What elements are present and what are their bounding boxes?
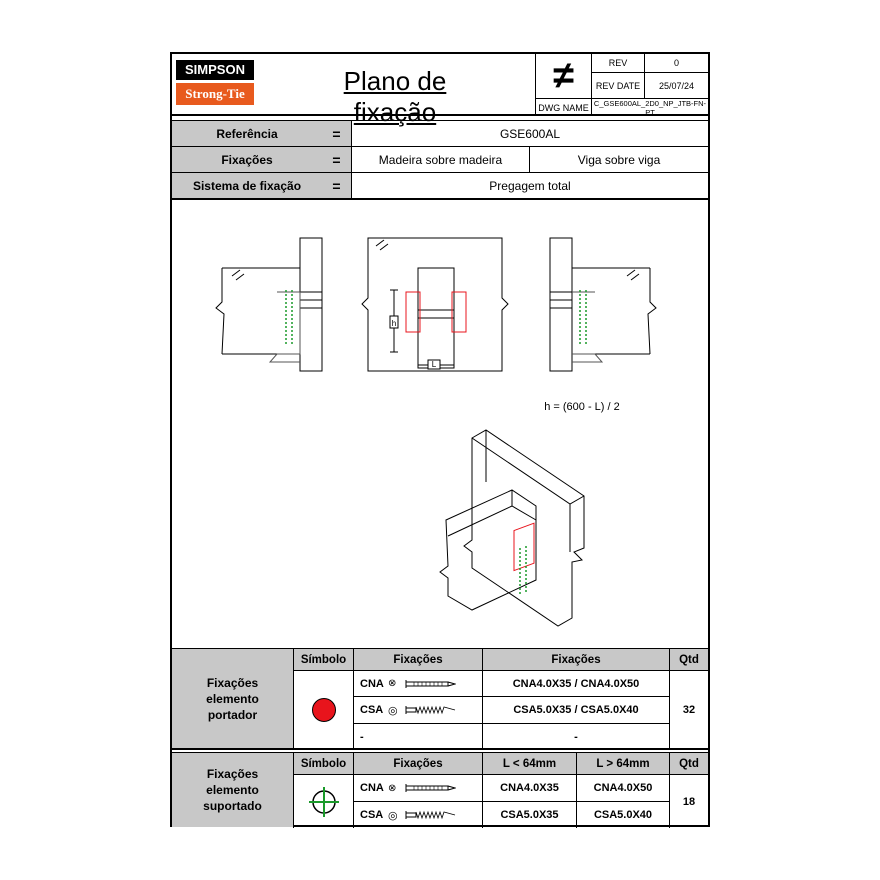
table2-row2-gt: CSA5.0X40 [576, 801, 669, 828]
table1-side-label: Fixações elemento portador [172, 649, 293, 748]
table-supported-fixings: Fixações elemento suportado Símbolo Fixa… [172, 752, 708, 828]
formula-text: h = (600 - L) / 2 [544, 401, 620, 413]
system-value: Pregagem total [489, 178, 571, 193]
table-carrier-fixings: Fixações elemento portador Símbolo Fixaç… [172, 648, 708, 750]
table1-row2-value: CSA5.0X35 / CSA5.0X40 [482, 696, 669, 723]
table1-row2-type-label: CSA [360, 704, 384, 716]
table2-side-label-2: elemento [206, 783, 259, 797]
page-title: Plano de fixação [343, 66, 447, 127]
screw-icon [405, 810, 456, 820]
table1-symbol-cell [293, 670, 353, 749]
table1-side-label-1: Fixações [206, 675, 259, 690]
reference-eq: = [322, 121, 352, 146]
drawing-sheet: SIMPSON Strong-Tie Plano de fixação ≠ DW… [170, 52, 710, 828]
table2-symbol-cell [293, 774, 353, 828]
dwg-name-value: C_GSE600AL_2D0_NP_JTB-FN-PT [591, 98, 708, 117]
title-block: SIMPSON Strong-Tie Plano de fixação ≠ DW… [172, 54, 708, 127]
table2-row1-type: CNA ⊗ [353, 774, 482, 801]
table1-side-label-2: elemento [206, 691, 259, 706]
technical-drawing: h L h = (600 - L) / 2 [215, 237, 657, 627]
table1-row1-value: CNA4.0X35 / CNA4.0X50 [482, 670, 669, 696]
table1-col-symbol: Símbolo [293, 648, 353, 670]
front-view [361, 237, 509, 372]
rev-date-label: REV DATE [591, 72, 644, 98]
table1-row1-type-label: CNA [360, 677, 384, 690]
screw-head-icon: ◎ [388, 704, 398, 717]
table1-row3-type: - [353, 723, 482, 749]
reference-label: Referência [172, 121, 322, 146]
table2-side-label: Fixações elemento suportado [172, 753, 293, 827]
system-row: Sistema de fixação = Pregagem total [172, 172, 708, 200]
table2-col-qty: Qtd [669, 752, 708, 774]
nail-head-icon: ⊗ [388, 782, 397, 794]
table2-row1-gt: CNA4.0X50 [576, 774, 669, 801]
green-crosshair-icon [308, 786, 339, 817]
fixings-row: Fixações = Madeira sobre madeira Viga so… [172, 146, 708, 172]
reference-value: GSE600AL [499, 126, 561, 141]
brand-logo-top: SIMPSON [176, 60, 254, 80]
screw-icon [405, 705, 456, 715]
fixings-eq: = [322, 147, 352, 172]
nail-icon [405, 679, 456, 688]
dim-h-label: h [392, 319, 396, 328]
nail-head-icon: ⊗ [388, 678, 397, 689]
table1-side-label-3: portador [207, 707, 258, 722]
system-eq: = [322, 173, 352, 198]
table2-col-symbol: Símbolo [293, 752, 353, 774]
table2-row1-type-label: CNA [360, 782, 384, 794]
rev-date-value: 25/07/24 [644, 72, 708, 98]
brand-logo-bottom: Strong-Tie [176, 83, 254, 105]
table2-row2-lt: CSA5.0X35 [482, 801, 576, 828]
screw-head-icon: ◎ [388, 809, 398, 822]
table2-row1-lt: CNA4.0X35 [482, 774, 576, 801]
dwg-name-label: DWG NAME [535, 98, 591, 116]
fixings-value-1: Madeira sobre madeira [352, 147, 530, 172]
table1-col-fix2: Fixações [482, 648, 669, 670]
table1-row3-value: - [482, 723, 669, 749]
side-view-left [215, 237, 323, 372]
red-circle-icon [311, 698, 336, 722]
fixings-value-2: Viga sobre viga [577, 152, 661, 167]
table1-col-fix: Fixações [353, 648, 482, 670]
table1-row2-type: CSA ◎ [353, 696, 482, 723]
not-equal-icon: ≠ [553, 55, 574, 97]
table2-side-label-3: suportado [203, 799, 262, 813]
brand-logo: SIMPSON Strong-Tie [176, 60, 254, 108]
table2-col-lt: L < 64mm [482, 752, 576, 774]
table2-side-label-1: Fixações [206, 767, 259, 781]
table1-row1-type: CNA ⊗ [353, 670, 482, 696]
rev-label: REV [591, 54, 644, 72]
table2-row2-type-label: CSA [360, 809, 384, 821]
dim-l-label: L [432, 360, 437, 369]
isometric-view [439, 429, 585, 627]
side-view-right [549, 237, 657, 372]
table2-col-gt: L > 64mm [576, 752, 669, 774]
rev-value: 0 [644, 54, 708, 72]
table2-col-fix: Fixações [353, 752, 482, 774]
table2-qty: 18 [669, 774, 708, 828]
table1-col-qty: Qtd [669, 648, 708, 670]
fixings-label: Fixações [172, 147, 322, 172]
not-equal-box: ≠ [535, 54, 591, 98]
reference-row: Referência = GSE600AL [172, 120, 708, 146]
nail-icon [405, 784, 456, 792]
table2-row2-type: CSA ◎ [353, 801, 482, 828]
table1-qty: 32 [669, 670, 708, 749]
system-label: Sistema de fixação [172, 173, 322, 198]
